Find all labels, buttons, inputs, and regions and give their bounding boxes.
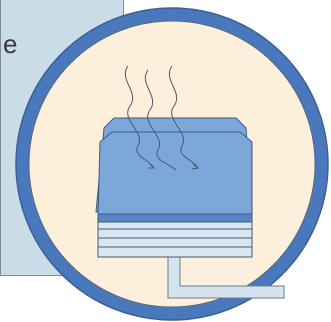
plate-top <box>98 132 252 214</box>
stacked-layers <box>98 220 252 257</box>
plate-edge <box>98 214 252 222</box>
